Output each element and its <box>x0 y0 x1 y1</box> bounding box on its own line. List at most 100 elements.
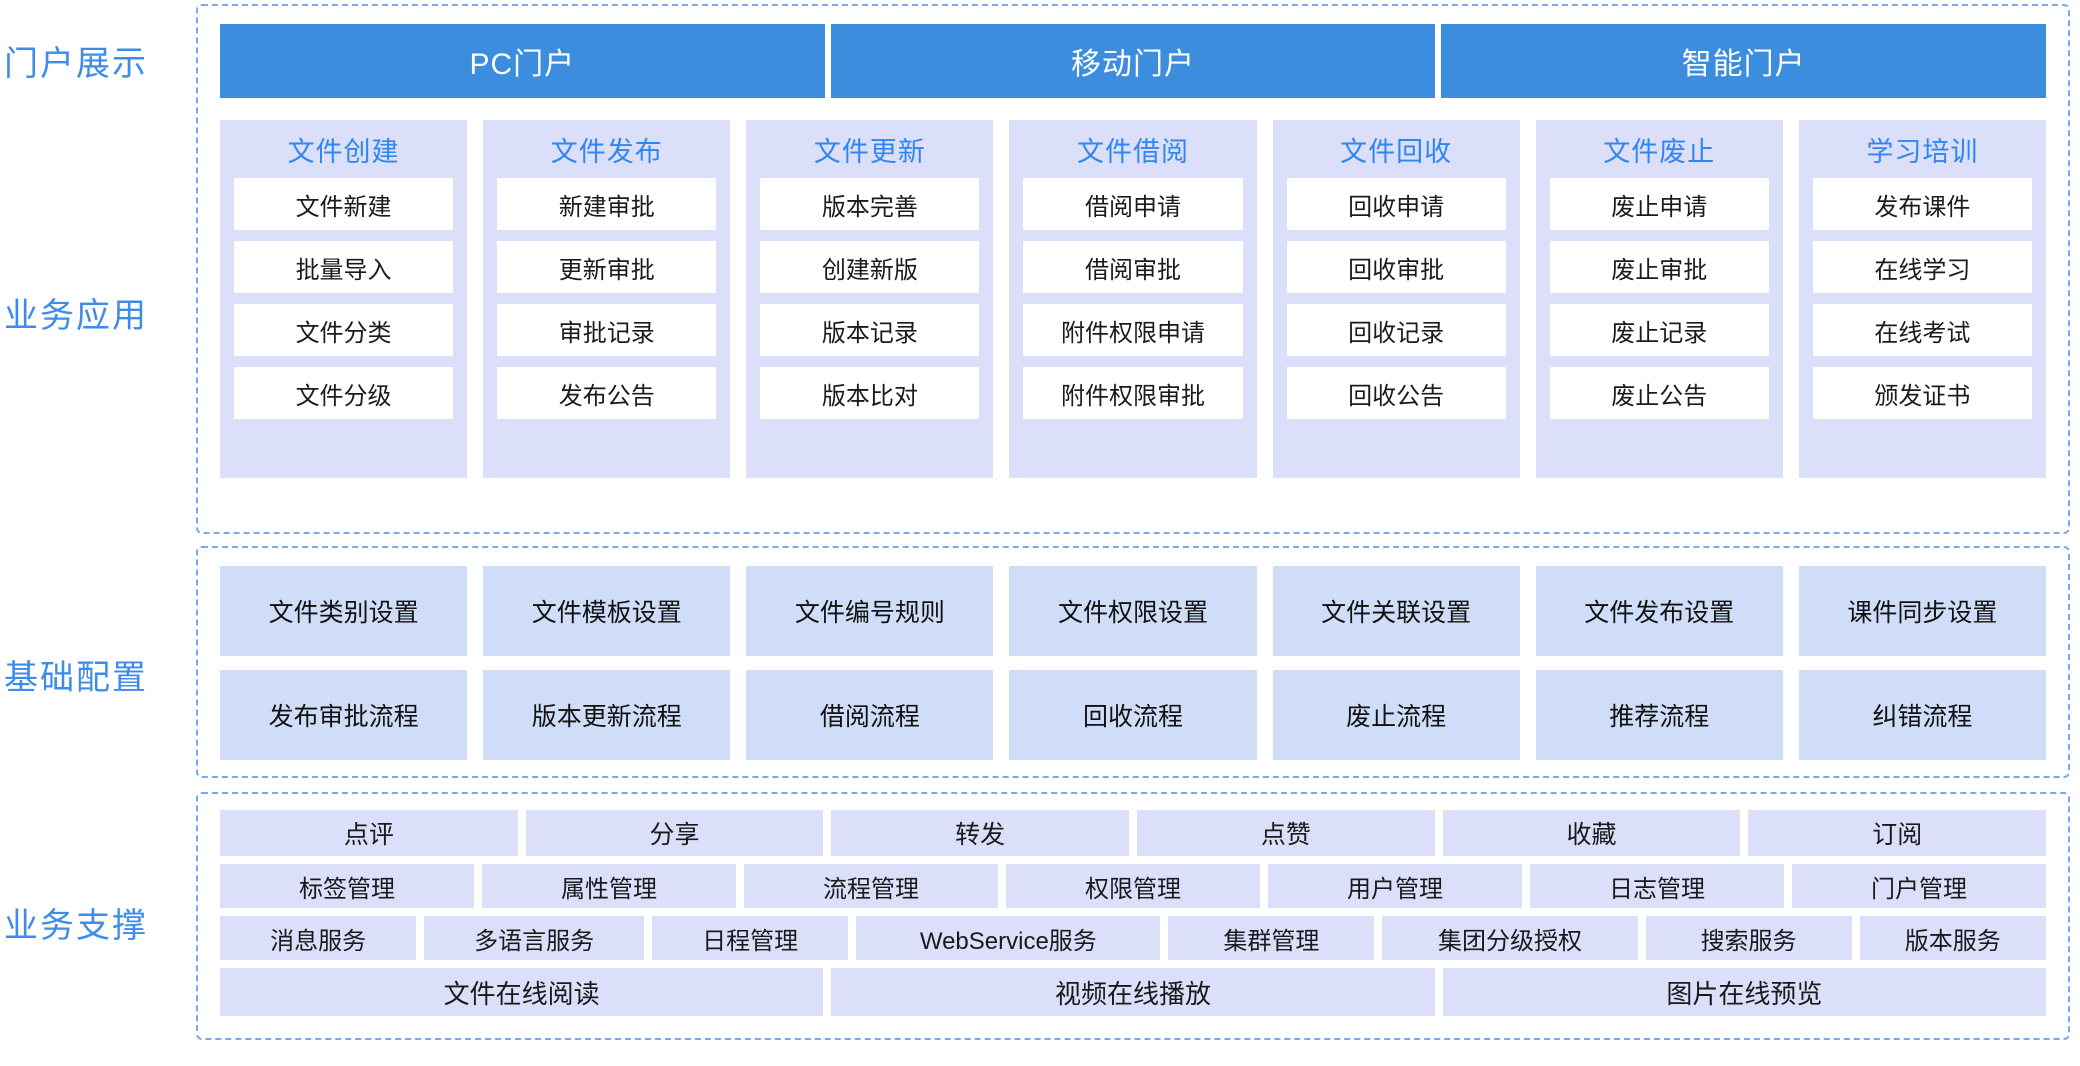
config-row-workflows: 发布审批流程 版本更新流程 借阅流程 回收流程 废止流程 推荐流程 纠错流程 <box>220 670 2046 760</box>
support-cell[interactable]: 图片在线预览 <box>1442 968 2046 1016</box>
support-cell[interactable]: 订阅 <box>1748 810 2047 856</box>
support-row-social: 点评 分享 转发 点赞 收藏 订阅 <box>220 810 2047 856</box>
app-column-title: 文件创建 <box>287 136 400 167</box>
app-item[interactable]: 废止记录 <box>1549 304 1769 356</box>
rail-label-business-support: 业务支撑 <box>4 907 148 945</box>
app-item[interactable]: 回收公告 <box>1286 367 1506 419</box>
config-row-settings: 文件类别设置 文件模板设置 文件编号规则 文件权限设置 文件关联设置 文件发布设… <box>220 566 2046 656</box>
support-cell[interactable]: 视频在线播放 <box>831 968 1435 1016</box>
support-cell[interactable]: 文件在线阅读 <box>220 968 824 1016</box>
app-item[interactable]: 借阅审批 <box>1023 241 1243 293</box>
band-basic-configuration: 文件类别设置 文件模板设置 文件编号规则 文件权限设置 文件关联设置 文件发布设… <box>196 546 2070 778</box>
config-cell[interactable]: 文件模板设置 <box>483 566 731 656</box>
app-item[interactable]: 废止审批 <box>1549 241 1769 293</box>
app-item[interactable]: 在线学习 <box>1812 241 2032 293</box>
app-item[interactable]: 新建审批 <box>497 178 717 230</box>
app-column-file-abolish: 文件废止 废止申请 废止审批 废止记录 废止公告 <box>1535 120 1783 478</box>
app-item[interactable]: 创建新版 <box>760 241 980 293</box>
support-cell[interactable]: 日志管理 <box>1530 864 1784 908</box>
app-column-learning-training: 学习培训 发布课件 在线学习 在线考试 颁发证书 <box>1798 120 2046 478</box>
config-cell[interactable]: 纠错流程 <box>1798 670 2046 760</box>
app-item[interactable]: 发布公告 <box>497 367 717 419</box>
app-column-title: 文件回收 <box>1340 136 1453 167</box>
app-item[interactable]: 附件权限审批 <box>1023 367 1243 419</box>
portal-cell-mobile[interactable]: 移动门户 <box>830 24 1436 98</box>
application-columns: 文件创建 文件新建 批量导入 文件分类 文件分级 文件发布 新建审批 更新审批 … <box>220 120 2046 478</box>
app-item[interactable]: 版本完善 <box>760 178 980 230</box>
config-cell[interactable]: 废止流程 <box>1272 670 1520 760</box>
app-item[interactable]: 文件分类 <box>234 304 454 356</box>
app-item[interactable]: 版本比对 <box>760 367 980 419</box>
config-cell[interactable]: 发布审批流程 <box>220 670 468 760</box>
band-portal-and-applications: PC门户 移动门户 智能门户 文件创建 文件新建 批量导入 文件分类 文件分级 … <box>196 4 2070 534</box>
app-item[interactable]: 文件新建 <box>234 178 454 230</box>
app-column-title: 文件更新 <box>813 136 926 167</box>
portal-row: PC门户 移动门户 智能门户 <box>220 24 2047 98</box>
rail-label-business-application: 业务应用 <box>4 297 148 335</box>
config-cell[interactable]: 文件类别设置 <box>220 566 468 656</box>
support-cell[interactable]: WebService服务 <box>856 916 1161 960</box>
support-cell[interactable]: 流程管理 <box>744 864 998 908</box>
app-column-title: 文件废止 <box>1603 136 1716 167</box>
support-row-online-preview: 文件在线阅读 视频在线播放 图片在线预览 <box>220 968 2046 1016</box>
config-cell[interactable]: 借阅流程 <box>746 670 994 760</box>
layer-label-rail: 门户展示 业务应用 基础配置 业务支撑 <box>0 0 196 1066</box>
app-column-title: 学习培训 <box>1866 136 1979 167</box>
app-item[interactable]: 回收申请 <box>1286 178 1506 230</box>
config-cell[interactable]: 课件同步设置 <box>1798 566 2046 656</box>
config-cell[interactable]: 版本更新流程 <box>483 670 731 760</box>
app-item[interactable]: 发布课件 <box>1812 178 2032 230</box>
portal-cell-pc[interactable]: PC门户 <box>220 24 825 98</box>
app-column-file-publish: 文件发布 新建审批 更新审批 审批记录 发布公告 <box>483 120 731 478</box>
app-item[interactable]: 更新审批 <box>497 241 717 293</box>
support-cell[interactable]: 属性管理 <box>482 864 736 908</box>
app-column-title: 文件借阅 <box>1076 136 1189 167</box>
support-cell[interactable]: 搜索服务 <box>1645 916 1852 960</box>
rail-label-basic-configuration: 基础配置 <box>4 659 148 697</box>
app-column-file-borrow: 文件借阅 借阅申请 借阅审批 附件权限申请 附件权限审批 <box>1009 120 1257 478</box>
support-cell[interactable]: 版本服务 <box>1859 916 2047 960</box>
support-cell[interactable]: 多语言服务 <box>424 916 645 960</box>
support-cell[interactable]: 权限管理 <box>1006 864 1260 908</box>
band-business-support: 点评 分享 转发 点赞 收藏 订阅 标签管理 属性管理 流程管理 权限管理 用户… <box>196 792 2070 1040</box>
app-item[interactable]: 版本记录 <box>760 304 980 356</box>
support-cell[interactable]: 点评 <box>220 810 518 856</box>
app-item[interactable]: 废止申请 <box>1549 178 1769 230</box>
support-cell[interactable]: 消息服务 <box>220 916 417 960</box>
config-cell[interactable]: 文件权限设置 <box>1009 566 1257 656</box>
app-item[interactable]: 在线考试 <box>1812 304 2032 356</box>
app-item[interactable]: 批量导入 <box>234 241 454 293</box>
app-item[interactable]: 回收记录 <box>1286 304 1506 356</box>
app-item[interactable]: 废止公告 <box>1549 367 1769 419</box>
support-row-management: 标签管理 属性管理 流程管理 权限管理 用户管理 日志管理 门户管理 <box>220 864 2046 908</box>
support-cell[interactable]: 收藏 <box>1442 810 1741 856</box>
app-item[interactable]: 借阅申请 <box>1023 178 1243 230</box>
app-column-file-create: 文件创建 文件新建 批量导入 文件分类 文件分级 <box>220 120 468 478</box>
app-item[interactable]: 颁发证书 <box>1812 367 2032 419</box>
config-cell[interactable]: 文件关联设置 <box>1272 566 1520 656</box>
support-row-services: 消息服务 多语言服务 日程管理 WebService服务 集群管理 集团分级授权… <box>220 916 2047 960</box>
diagram-body: PC门户 移动门户 智能门户 文件创建 文件新建 批量导入 文件分类 文件分级 … <box>196 0 2080 1066</box>
support-cell[interactable]: 门户管理 <box>1792 864 2046 908</box>
support-cell[interactable]: 分享 <box>525 810 824 856</box>
app-item[interactable]: 审批记录 <box>497 304 717 356</box>
app-item[interactable]: 回收审批 <box>1286 241 1506 293</box>
app-column-title: 文件发布 <box>550 136 663 167</box>
support-cell[interactable]: 点赞 <box>1137 810 1435 856</box>
support-cell[interactable]: 标签管理 <box>220 864 474 908</box>
support-cell[interactable]: 用户管理 <box>1268 864 1522 908</box>
config-cell[interactable]: 文件编号规则 <box>746 566 994 656</box>
support-cell[interactable]: 集群管理 <box>1168 916 1375 960</box>
config-cell[interactable]: 回收流程 <box>1009 670 1257 760</box>
portal-cell-smart[interactable]: 智能门户 <box>1441 24 2047 98</box>
config-cell[interactable]: 文件发布设置 <box>1535 566 1783 656</box>
support-cell[interactable]: 集团分级授权 <box>1382 916 1638 960</box>
rail-label-portal-display: 门户展示 <box>4 45 148 83</box>
config-cell[interactable]: 推荐流程 <box>1535 670 1783 760</box>
app-item[interactable]: 文件分级 <box>234 367 454 419</box>
app-item[interactable]: 附件权限申请 <box>1023 304 1243 356</box>
support-cell[interactable]: 日程管理 <box>652 916 849 960</box>
app-column-file-update: 文件更新 版本完善 创建新版 版本记录 版本比对 <box>746 120 994 478</box>
support-cell[interactable]: 转发 <box>831 810 1130 856</box>
